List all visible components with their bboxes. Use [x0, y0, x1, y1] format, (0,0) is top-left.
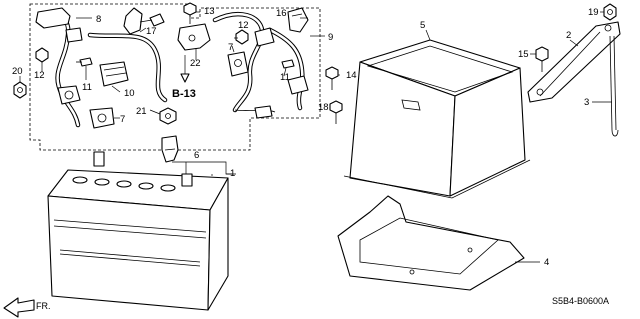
battery-bolt-3	[609, 35, 619, 137]
callout-16: 16	[276, 8, 287, 19]
nut-12-right	[235, 29, 249, 45]
leader-lines	[19, 11, 612, 263]
bolt-13	[183, 2, 197, 24]
bolt-11-right	[281, 59, 295, 69]
bolt-18	[329, 100, 343, 124]
callout-17: 17	[146, 26, 157, 37]
terminal-6	[161, 135, 179, 163]
callout-5: 5	[420, 20, 425, 31]
callout-7-right: 7	[228, 42, 233, 53]
clip-21	[159, 107, 177, 125]
callout-11-left: 11	[82, 82, 92, 93]
ground-strap-17	[123, 7, 165, 35]
callout-10: 10	[124, 88, 135, 99]
callout-4: 4	[544, 257, 549, 268]
bolt-20	[13, 81, 27, 99]
bolt-15	[535, 46, 549, 72]
callout-15: 15	[518, 49, 529, 60]
callout-12-right: 12	[238, 20, 249, 31]
callout-12-left: 12	[34, 70, 45, 81]
battery-box-5	[343, 39, 531, 199]
bolt-14	[325, 66, 339, 90]
callout-20: 20	[12, 66, 23, 77]
callout-1: 1	[230, 168, 235, 179]
nut-19	[603, 3, 617, 21]
callout-3: 3	[584, 97, 589, 108]
callout-13: 13	[204, 6, 215, 17]
positive-cable-assembly	[212, 11, 309, 119]
cable-group-outline	[29, 3, 321, 151]
bracket-22	[177, 23, 211, 83]
bolt-11-left	[76, 57, 93, 67]
battery-plate-2	[527, 21, 621, 103]
direction-label: FR.	[36, 301, 51, 311]
callout-9: 9	[328, 32, 333, 43]
battery-tray-4	[337, 195, 525, 291]
battery-1	[47, 151, 229, 311]
negative-cable-assembly	[35, 7, 168, 129]
callout-8: 8	[96, 14, 101, 25]
diagram-code: S5B4-B0600A	[552, 296, 609, 306]
callout-19: 19	[588, 7, 599, 18]
callout-22: 22	[190, 58, 201, 69]
reference-label-b13: B-13	[172, 88, 196, 100]
callout-2: 2	[566, 30, 571, 41]
callout-18: 18	[318, 102, 329, 113]
nut-12-left	[35, 47, 49, 63]
front-direction-arrow	[3, 297, 35, 318]
callout-7-left: 7	[120, 114, 125, 125]
callout-11-right: 11	[280, 72, 290, 83]
callout-6: 6	[194, 150, 199, 161]
callout-labels: 8 13 17 22 16 9 12 7 11 14 18 20 12 11 1…	[12, 6, 609, 311]
terminal-cap-16	[287, 7, 309, 33]
callout-14: 14	[346, 70, 357, 81]
callout-21: 21	[136, 106, 147, 117]
